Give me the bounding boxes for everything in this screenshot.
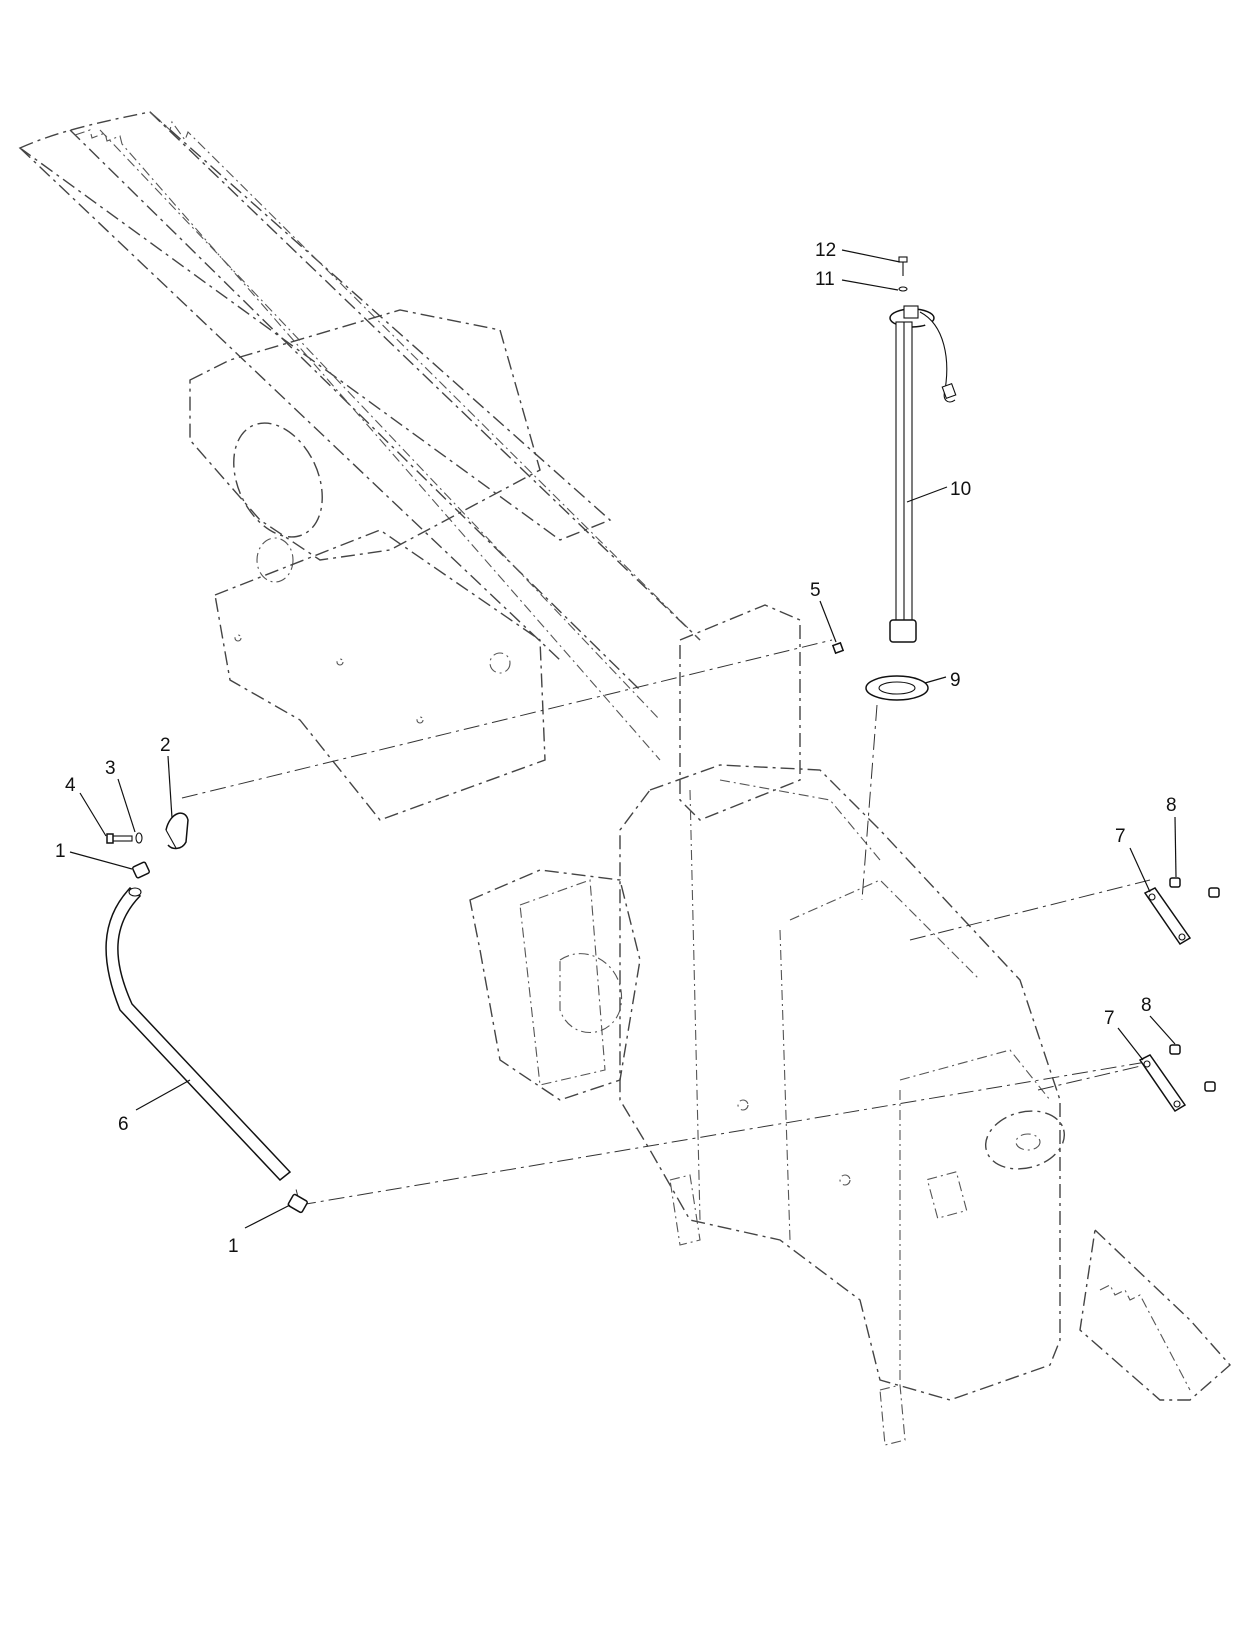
fitting-part-5	[831, 641, 845, 655]
callout-11: 11	[815, 269, 835, 290]
callout-5: 5	[810, 580, 821, 601]
ghost-frame-assembly	[18, 111, 1231, 1446]
callout-leaders	[69, 249, 1177, 1229]
callout-2: 2	[160, 735, 171, 756]
bolt-part-4	[106, 833, 133, 844]
fitting-part-1-lower	[287, 1193, 308, 1214]
gasket-part-9	[865, 675, 929, 701]
callout-1-upper: 1	[55, 841, 66, 862]
callout-8-lower: 8	[1141, 995, 1152, 1016]
assembly-centerlines	[181, 639, 1159, 1206]
fitting-part-1-upper	[132, 861, 150, 879]
washer-part-3	[135, 832, 143, 844]
fuel-sender-part-10	[889, 305, 957, 643]
screw-part-12	[898, 256, 908, 276]
callout-8-upper: 8	[1166, 795, 1177, 816]
callout-1-lower: 1	[228, 1236, 239, 1257]
washer-part-11	[898, 286, 908, 292]
callout-3: 3	[105, 758, 116, 779]
strap-part-7-upper	[1143, 887, 1192, 946]
screw-part-8-lower	[1169, 1044, 1181, 1055]
screw-part-8-upper-far	[1208, 887, 1220, 898]
callout-4: 4	[65, 775, 76, 796]
callout-6: 6	[118, 1114, 129, 1135]
screw-part-8-lower-far	[1204, 1081, 1216, 1092]
callout-labels: 12 11 10 5 9 2 3 4 1 7 8 8 7 6 1	[55, 240, 1177, 1257]
strap-part-7-lower	[1138, 1054, 1187, 1113]
callout-7-upper: 7	[1115, 826, 1126, 847]
hose-part-6	[105, 886, 292, 1182]
clamp-part-2	[165, 812, 189, 850]
callout-10: 10	[950, 479, 971, 500]
callout-12: 12	[815, 240, 836, 261]
callout-9: 9	[950, 670, 961, 691]
screw-part-8-upper	[1169, 877, 1181, 888]
callout-7-lower: 7	[1104, 1008, 1115, 1029]
